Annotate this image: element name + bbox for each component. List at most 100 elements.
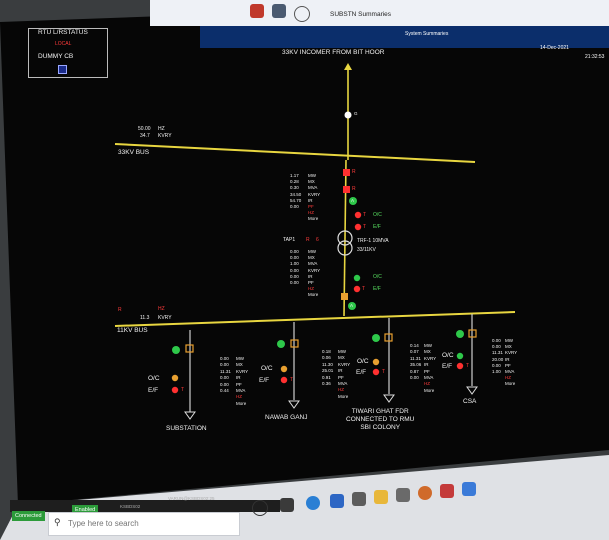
feeder-status-a[interactable] <box>172 346 180 354</box>
toolbar-icon[interactable] <box>272 4 286 18</box>
measure-value: 0.44 <box>220 388 229 393</box>
measure-unit: KVRY <box>308 191 321 197</box>
measure-unit: MX <box>308 255 315 261</box>
more-link[interactable]: More <box>236 400 247 406</box>
folder-icon[interactable] <box>374 490 388 504</box>
measure-value: 0.28 <box>290 179 299 185</box>
measure-unit: IR <box>236 375 241 381</box>
measure-unit: KVRY <box>236 368 249 374</box>
measure-value: 11.31 <box>410 355 421 361</box>
info-icon[interactable] <box>294 6 310 22</box>
settings-icon[interactable] <box>396 488 410 502</box>
bus11-label: 11KV BUS <box>117 327 148 334</box>
measure-unit: HZ <box>338 387 344 393</box>
measure-unit: PF <box>308 280 314 285</box>
feeder-status-a[interactable] <box>372 334 380 342</box>
feeder-name-csa: CSA <box>463 398 477 405</box>
measure-unit: IR <box>424 362 429 368</box>
more-link[interactable]: More <box>308 216 319 222</box>
measure-unit: MVA <box>236 388 246 393</box>
measure-value: 0.07 <box>410 349 419 355</box>
measure-unit: MW <box>424 343 432 348</box>
trf-name: TRF-1 10MVA <box>357 238 389 244</box>
measure-value: 54.70 <box>290 197 302 203</box>
edge-icon[interactable] <box>306 496 320 510</box>
f2-ef-label: E/F <box>356 369 367 376</box>
measure-unit: PF <box>338 374 344 380</box>
measure-value: 20.00 <box>492 356 504 362</box>
more-link[interactable]: More <box>424 387 435 393</box>
measure-value: 0.00 <box>290 204 299 209</box>
feeder-breaker[interactable] <box>384 333 393 342</box>
address-bar <box>200 26 609 48</box>
app2-icon[interactable] <box>440 484 454 498</box>
f1-t-label: T <box>290 377 294 383</box>
menu-system-summaries-label[interactable]: System Summaries <box>405 31 449 37</box>
measure-value: 1.17 <box>290 173 299 178</box>
measure-value: 0.36 <box>322 381 331 386</box>
measure-unit: MW <box>338 349 346 354</box>
feeder-name-substation: SUBSTATION <box>166 425 207 432</box>
taskbar-search-input[interactable] <box>66 514 235 532</box>
f3-oc-label: O/C <box>442 352 454 359</box>
feeder-arrow <box>383 394 395 403</box>
measure-value: 0.00 <box>492 362 501 368</box>
task-view-icon[interactable] <box>252 500 268 516</box>
feeder-arrow <box>184 411 196 420</box>
app3-icon[interactable] <box>462 482 476 496</box>
measure-unit: MW <box>236 356 244 361</box>
measure-unit: PF <box>308 204 314 209</box>
measure-unit: HZ <box>236 394 242 400</box>
hv-isolator[interactable] <box>343 186 350 193</box>
f1-ef-label: E/F <box>259 377 270 384</box>
hv-breaker[interactable] <box>343 169 350 176</box>
hv-status-a[interactable] <box>349 197 357 205</box>
bus11-r-label: R <box>118 307 122 313</box>
more-link[interactable]: More <box>338 393 349 399</box>
incomer-node[interactable] <box>344 111 352 119</box>
measure-value: 0.06 <box>322 355 331 361</box>
measure-value: 0.00 <box>492 338 501 343</box>
measure-value: 35.06 <box>410 362 422 368</box>
firefox-icon[interactable] <box>418 486 432 500</box>
bus11-kv-unit: KVRY <box>158 315 172 321</box>
app-icon[interactable] <box>250 4 264 18</box>
user-label: VARUN@KSBDS02:25 <box>168 496 215 501</box>
measure-value: 0.00 <box>290 273 299 279</box>
feeder-breaker[interactable] <box>185 344 194 353</box>
feeder-breaker[interactable] <box>468 329 477 338</box>
measure-unit: MX <box>236 362 243 368</box>
transformer-lv-winding[interactable] <box>337 240 353 256</box>
measure-unit: MX <box>424 349 431 355</box>
dummy-cb-checkbox[interactable] <box>58 65 67 74</box>
feeder-breaker[interactable] <box>290 339 299 348</box>
taskbar-app-icon[interactable] <box>280 498 294 512</box>
lv-status-a[interactable] <box>348 302 356 310</box>
lv-breaker[interactable] <box>341 293 348 300</box>
feeder-status-a[interactable] <box>456 330 464 338</box>
more-link[interactable]: More <box>505 381 516 387</box>
tap-value[interactable]: 6 <box>316 237 319 243</box>
more-link[interactable]: More <box>308 292 319 298</box>
measure-unit: KVRY <box>505 350 518 356</box>
relay-indicators <box>171 211 464 394</box>
measure-unit: MVA <box>424 375 434 380</box>
transformer-hv-winding[interactable] <box>337 230 353 246</box>
host-label: KSBDS02 <box>120 504 141 509</box>
store-icon[interactable] <box>330 494 344 508</box>
search-icon: ⚲ <box>54 517 61 527</box>
screen-background <box>0 0 609 505</box>
hv-ef-label: E/F <box>373 224 381 230</box>
feeder-arrow <box>466 386 478 395</box>
menu-substn-summaries[interactable]: SUBSTN Summaries <box>330 11 392 18</box>
measure-unit: MW <box>505 338 513 343</box>
bus33-hz-unit: HZ <box>158 126 165 132</box>
feeder-status-a[interactable] <box>277 340 285 348</box>
measure-value: 11.31 <box>492 350 503 356</box>
measure-unit: HZ <box>424 381 430 387</box>
mail-icon[interactable] <box>352 492 366 506</box>
incomer-arrow <box>344 63 352 70</box>
rtu-status-box <box>28 28 108 78</box>
